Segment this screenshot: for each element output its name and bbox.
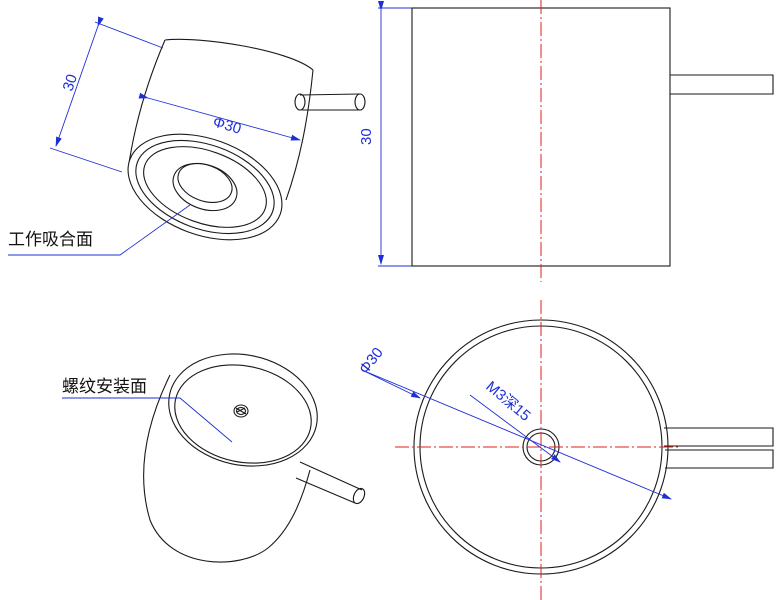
bottom-diameter-label: Φ30 xyxy=(356,344,387,377)
working-face-callout: 工作吸合面 xyxy=(8,230,93,250)
thread-mount-face-callout: 螺纹安装面 xyxy=(62,377,147,397)
bottom-view: Φ30 M3深15 xyxy=(356,300,774,600)
iso-view-working-face: 30 Φ30 工作吸合面 xyxy=(8,16,366,256)
iso-diameter-label: Φ30 xyxy=(211,114,243,138)
thread-note-label: M3深15 xyxy=(482,378,533,425)
front-height-label: 30 xyxy=(358,128,375,145)
iso-height-label: 30 xyxy=(60,72,81,93)
front-view: 30 xyxy=(358,0,774,282)
iso-view-mount-face: 螺纹安装面 xyxy=(62,353,366,563)
